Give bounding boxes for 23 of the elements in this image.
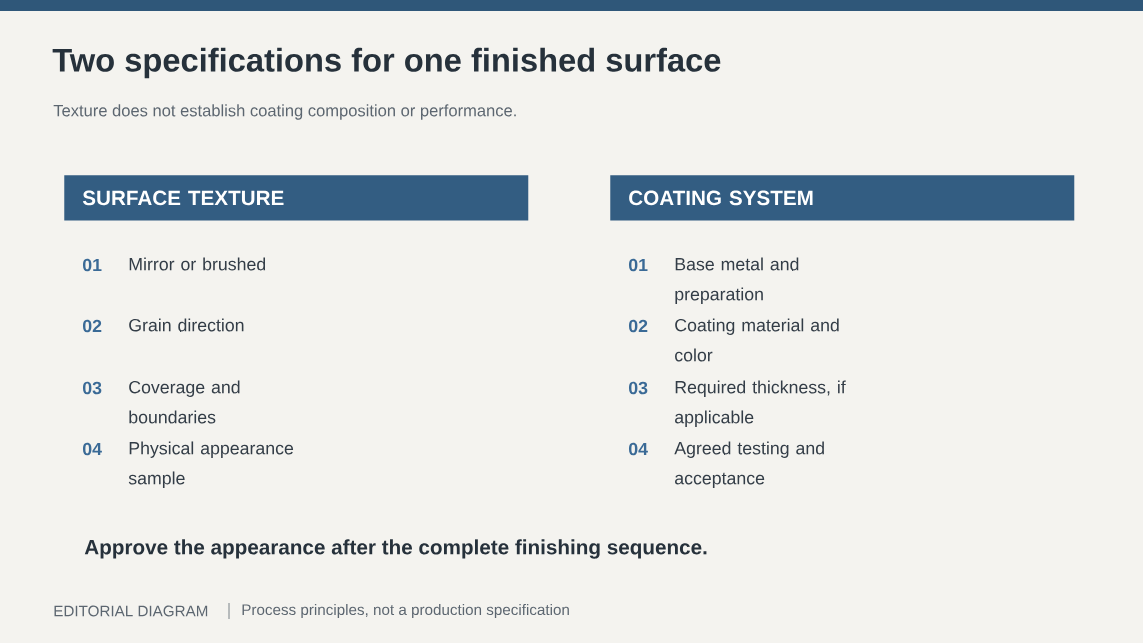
list-item: Mirror or brushed [129,257,266,271]
list-item: Coating material and color [675,318,839,362]
list-item: Grain direction [129,318,244,332]
conclusion-text: Approve the appearance after the complete finishing sequence. [84,539,707,559]
list-item: Coverage and boundaries [129,380,240,424]
subtitle: Texture does not establish coating composition or performance. [53,104,516,120]
list-item: Required thickness, if applicable [675,380,846,427]
item-number: 04 [83,442,102,456]
header-band: COATING SYSTEM [610,175,1075,221]
list-item: Agreed testing and acceptance [674,441,824,488]
title: Two specifications for one finished surface [52,47,721,79]
item-number: 01 [629,258,648,272]
footer-text: EDITORIAL DIAGRAM [54,605,208,617]
list-item: Physical appearance sample [128,441,294,488]
footer-text: Process principles, not a production specification [242,603,569,619]
item-number: 02 [629,319,648,333]
item-number: 03 [83,381,102,395]
list-item: Base metal and preparation [675,257,799,304]
item-number: 04 [629,442,648,456]
item-number: 03 [629,381,648,395]
header-band: SURFACE TEXTURE [64,175,529,221]
item-number: 01 [83,258,102,272]
item-number: 02 [83,319,102,333]
